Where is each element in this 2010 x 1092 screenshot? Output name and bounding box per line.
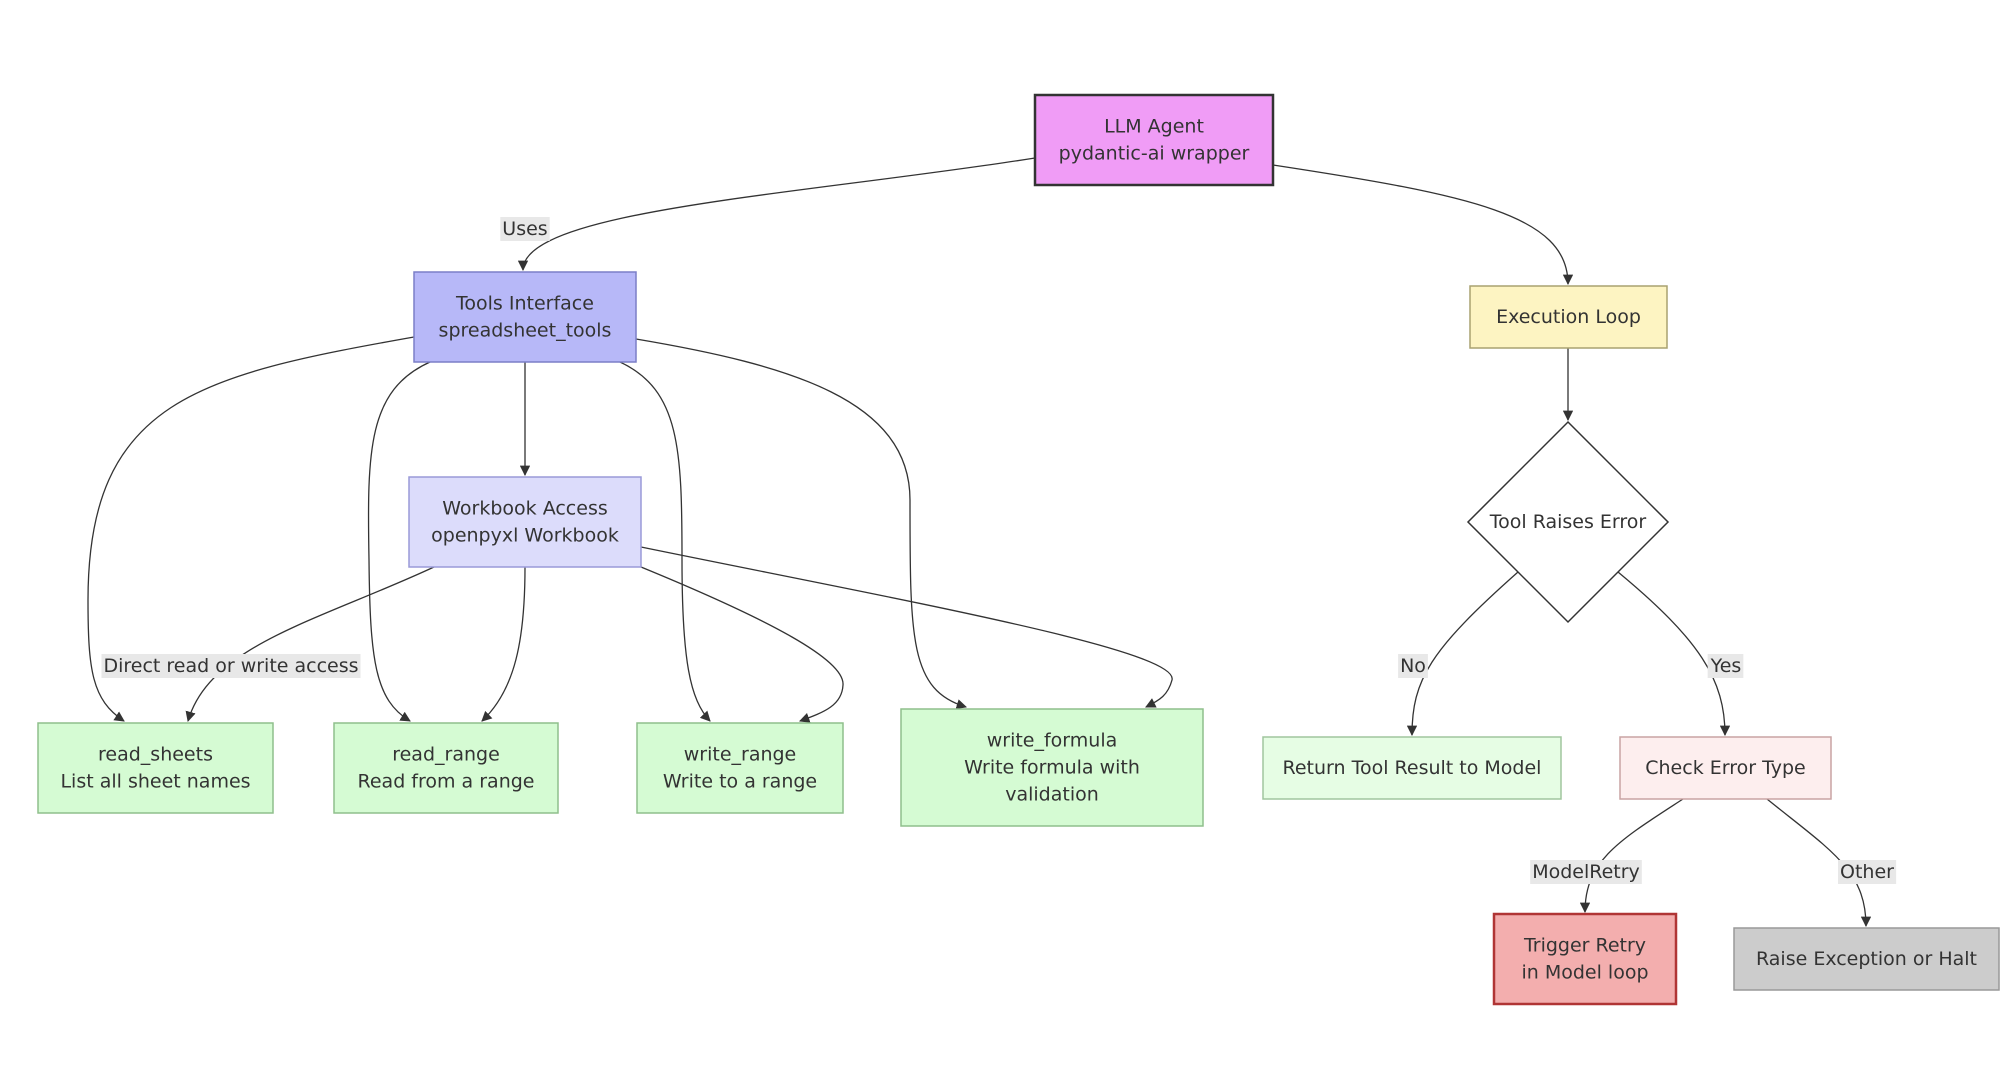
trigger-retry-node-label-2: in Model loop [1521, 962, 1648, 984]
workbook-access-node-label-1: Workbook Access [442, 498, 608, 520]
edge-label-text: Uses [502, 218, 547, 240]
return-tool-result-node[interactable]: Return Tool Result to Model [1262, 736, 1562, 800]
edge-label-no: No [1398, 654, 1428, 678]
edge-wb-to-writeform [640, 546, 1173, 708]
write-formula-node-shape [900, 708, 1204, 827]
check-error-type-node-shape [1619, 736, 1832, 800]
edge-wb-to-readrange [481, 566, 526, 722]
return-tool-result-node-shape [1262, 736, 1562, 800]
llm-agent-node-label-1: LLM Agent [1104, 116, 1204, 138]
read-range-node-label-2: Read from a range [358, 771, 535, 793]
edge-label-yes: Yes [1707, 654, 1744, 678]
edge-label-text: ModelRetry [1532, 861, 1640, 883]
edge-label-direct-access: Direct read or write access [101, 654, 361, 678]
edge-wb-to-readsheets [185, 566, 435, 722]
read-sheets-node-shape [37, 722, 274, 814]
tool-raises-error-decision[interactable]: Tool Raises Error [1466, 420, 1670, 624]
edge-label-text: Yes [1710, 655, 1742, 677]
llm-agent-node-label-2: pydantic-ai wrapper [1059, 143, 1250, 165]
edge-tools-to-readsheets [87, 336, 415, 722]
tools-interface-node-label-1: Tools Interface [455, 293, 594, 315]
tools-interface-node[interactable]: Tools Interface spreadsheet_tools [413, 271, 637, 363]
edge-tools-to-readrange [367, 361, 431, 722]
execution-loop-node-label-1: Execution Loop [1496, 306, 1641, 328]
trigger-retry-node-label-1: Trigger Retry [1523, 935, 1646, 957]
read-sheets-node-label-2: List all sheet names [60, 771, 250, 793]
edge-tools-to-writeform [635, 338, 967, 710]
raise-exception-node-shape [1733, 927, 2000, 991]
edge-label-text: No [1400, 655, 1426, 677]
write-range-node-label-1: write_range [684, 744, 797, 766]
tool-raises-error-decision-shape [1466, 420, 1670, 624]
workbook-access-node-shape [408, 476, 642, 568]
edge-label-bg [1530, 860, 1642, 884]
llm-agent-node-shape [1033, 93, 1275, 187]
write-range-node-shape [636, 722, 844, 814]
edge-llm-to-tools [517, 157, 1036, 272]
edge-llm-to-exec [1272, 164, 1574, 286]
read-range-node-shape [333, 722, 559, 814]
check-error-type-node[interactable]: Check Error Type [1619, 736, 1832, 800]
edge-label-bg [1838, 860, 1897, 884]
execution-loop-node-shape [1469, 285, 1668, 349]
edge-label-bg [1398, 654, 1428, 678]
check-error-type-node-label-1: Check Error Type [1645, 757, 1805, 779]
edge-decision-to-check [1617, 571, 1731, 737]
edge-decision-to-return [1406, 571, 1519, 737]
edge-label-bg [500, 217, 550, 241]
return-tool-result-node-label-1: Return Tool Result to Model [1283, 757, 1542, 779]
edge-label-uses: Uses [500, 217, 550, 241]
edge-check-to-retry [1579, 798, 1684, 914]
edge-wb-to-writerange [640, 566, 844, 723]
workbook-access-node-label-2: openpyxl Workbook [431, 525, 619, 547]
raise-exception-node[interactable]: Raise Exception or Halt [1733, 927, 2000, 991]
tool-raises-error-decision-label-1: Tool Raises Error [1489, 511, 1647, 533]
edge-tools-to-writerange [619, 361, 711, 722]
edge-label-text: Direct read or write access [103, 655, 358, 677]
edge-label-text: Other [1840, 861, 1894, 883]
edge-label-bg [1707, 654, 1744, 678]
llm-agent-node[interactable]: LLM Agent pydantic-ai wrapper [1033, 93, 1275, 187]
write-formula-node-label-1: write_formula [987, 730, 1118, 752]
tools-interface-node-label-2: spreadsheet_tools [439, 320, 612, 342]
trigger-retry-node[interactable]: Trigger Retry in Model loop [1492, 912, 1678, 1006]
raise-exception-node-label-1: Raise Exception or Halt [1756, 948, 1977, 970]
edge-label-model-retry: ModelRetry [1530, 860, 1642, 884]
execution-loop-node[interactable]: Execution Loop [1469, 285, 1668, 349]
write-formula-node-label-3: validation [1005, 784, 1099, 806]
write-formula-node-label-2: Write formula with [964, 757, 1140, 779]
write-range-node-label-2: Write to a range [663, 771, 817, 793]
trigger-retry-node-shape [1492, 912, 1678, 1006]
tools-interface-node-shape [413, 271, 637, 363]
workbook-access-node[interactable]: Workbook Access openpyxl Workbook [408, 476, 642, 568]
edge-label-bg [101, 654, 361, 678]
read-sheets-node-label-1: read_sheets [98, 744, 213, 766]
read-range-node-label-1: read_range [392, 744, 500, 766]
edge-label-other: Other [1838, 860, 1897, 884]
